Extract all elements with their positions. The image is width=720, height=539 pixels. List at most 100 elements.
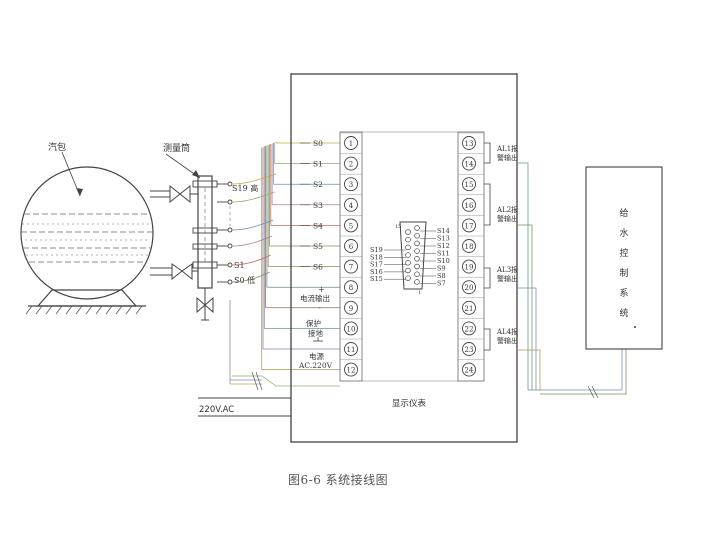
alarm-label-line2: 警输出 [497,274,518,283]
terminal-number: 19 [465,264,474,272]
terminal-circle [344,177,358,192]
connector-left-label: S18 [370,253,383,261]
connector-left-label: S16 [370,268,383,276]
connector-pin [414,279,420,285]
water-control-label-char: 统 [619,307,628,319]
connector-left-label: S17 [370,261,383,269]
instrument-title: 显示仪表 [392,398,427,409]
terminal-circle [462,362,476,377]
alarm-wire [544,349,623,391]
terminal-circle [462,136,476,150]
alarm-label-line1: AL2报 [496,205,518,214]
gauge-s1-label: S1 [234,261,245,270]
signal-wire [231,271,270,283]
alarm-label-line1: AL3报 [496,265,518,274]
power-label-1: 电源 [309,351,324,361]
terminal-circle [462,300,476,315]
connector-right-label: S8 [437,272,446,280]
terminal-number: 20 [465,284,474,292]
connector-pin [405,267,411,274]
connector-pin [414,271,420,277]
terminal-circle [462,197,476,212]
terminal-circle [344,342,358,356]
terminal-number: 21 [465,305,474,313]
signal-label: S1 [313,160,323,169]
signal-wire [231,219,274,231]
alarm-wire [517,162,529,390]
signal-label: S5 [313,242,323,251]
connector-right-label: S7 [437,280,446,288]
terminal-number: 17 [465,222,474,230]
connector-pin-bottom: 1 [418,290,421,296]
signal-label: S2 [313,180,323,189]
alarm-wire [517,287,537,390]
gauge-s0-label: S0 低 [234,275,255,285]
alarm-wire [540,349,627,395]
terminal-number: 11 [347,346,356,354]
measuring-cylinder: 测量筒 S19 高 S1 S0 低 [163,142,258,321]
terminal-number: 3 [349,181,353,189]
terminal-number: 4 [349,202,354,210]
power-input-label: 220V.AC [199,405,234,415]
connector-right-label: S14 [437,227,450,235]
connector-pin [405,275,411,281]
terminal-circle [462,259,476,274]
signal-wire [232,375,340,387]
terminal-circle [344,156,358,171]
gauge-s19-label: S19 高 [232,183,258,193]
terminal-circle [344,300,358,315]
terminal-circle [462,280,476,295]
signal-wire [231,191,275,203]
figure-caption: 图6-6 系统接线图 [288,473,389,487]
water-control-label-char: 系 [619,288,628,299]
terminal-number: 16 [465,202,474,210]
connector-pin [405,260,411,266]
connector-left-label: S15 [370,275,383,283]
connector-pin [405,236,411,243]
protect-label-1: 保护 [306,318,321,328]
terminal-circle [462,177,476,192]
signal-wire [231,254,271,266]
terminal-number: 18 [465,243,474,251]
connector-pin [405,229,411,235]
signal-wire [231,173,277,185]
terminal-circle [344,280,358,295]
connector-pin [414,248,420,254]
terminal-number: 13 [465,140,474,148]
connector-pin [414,263,420,270]
terminal-number: 9 [349,305,353,313]
terminal-number: 23 [465,346,474,354]
terminal-circle [344,218,358,233]
connector-right-label: S10 [437,257,450,265]
plus-sign: + [318,285,325,294]
terminal-circle [344,321,358,336]
connector-pin [414,232,420,239]
connector-left-label: S19 [370,246,383,254]
terminal-circle [462,218,476,233]
connector-pin [414,225,420,231]
water-control-label-char: 制 [619,267,628,279]
terminal-number: 12 [347,367,356,375]
terminal-number: 2 [349,161,353,169]
terminal-number: 14 [465,161,474,169]
alarm-wires [517,162,627,399]
alarm-label-line1: AL1报 [496,144,518,153]
connector-right-label: S12 [437,242,450,250]
signal-wires [229,142,340,391]
connector-right-label: S13 [437,235,450,243]
terminal-number: 6 [349,243,354,251]
water-control-label-char: 控 [619,247,628,259]
alarm-wire [517,349,541,390]
terminal-circle [462,239,476,253]
steam-drum: 汽包 [20,141,154,315]
power-label-2: AC.220V [298,361,333,370]
terminal-circle [462,156,476,171]
terminal-number: 1 [349,140,353,148]
